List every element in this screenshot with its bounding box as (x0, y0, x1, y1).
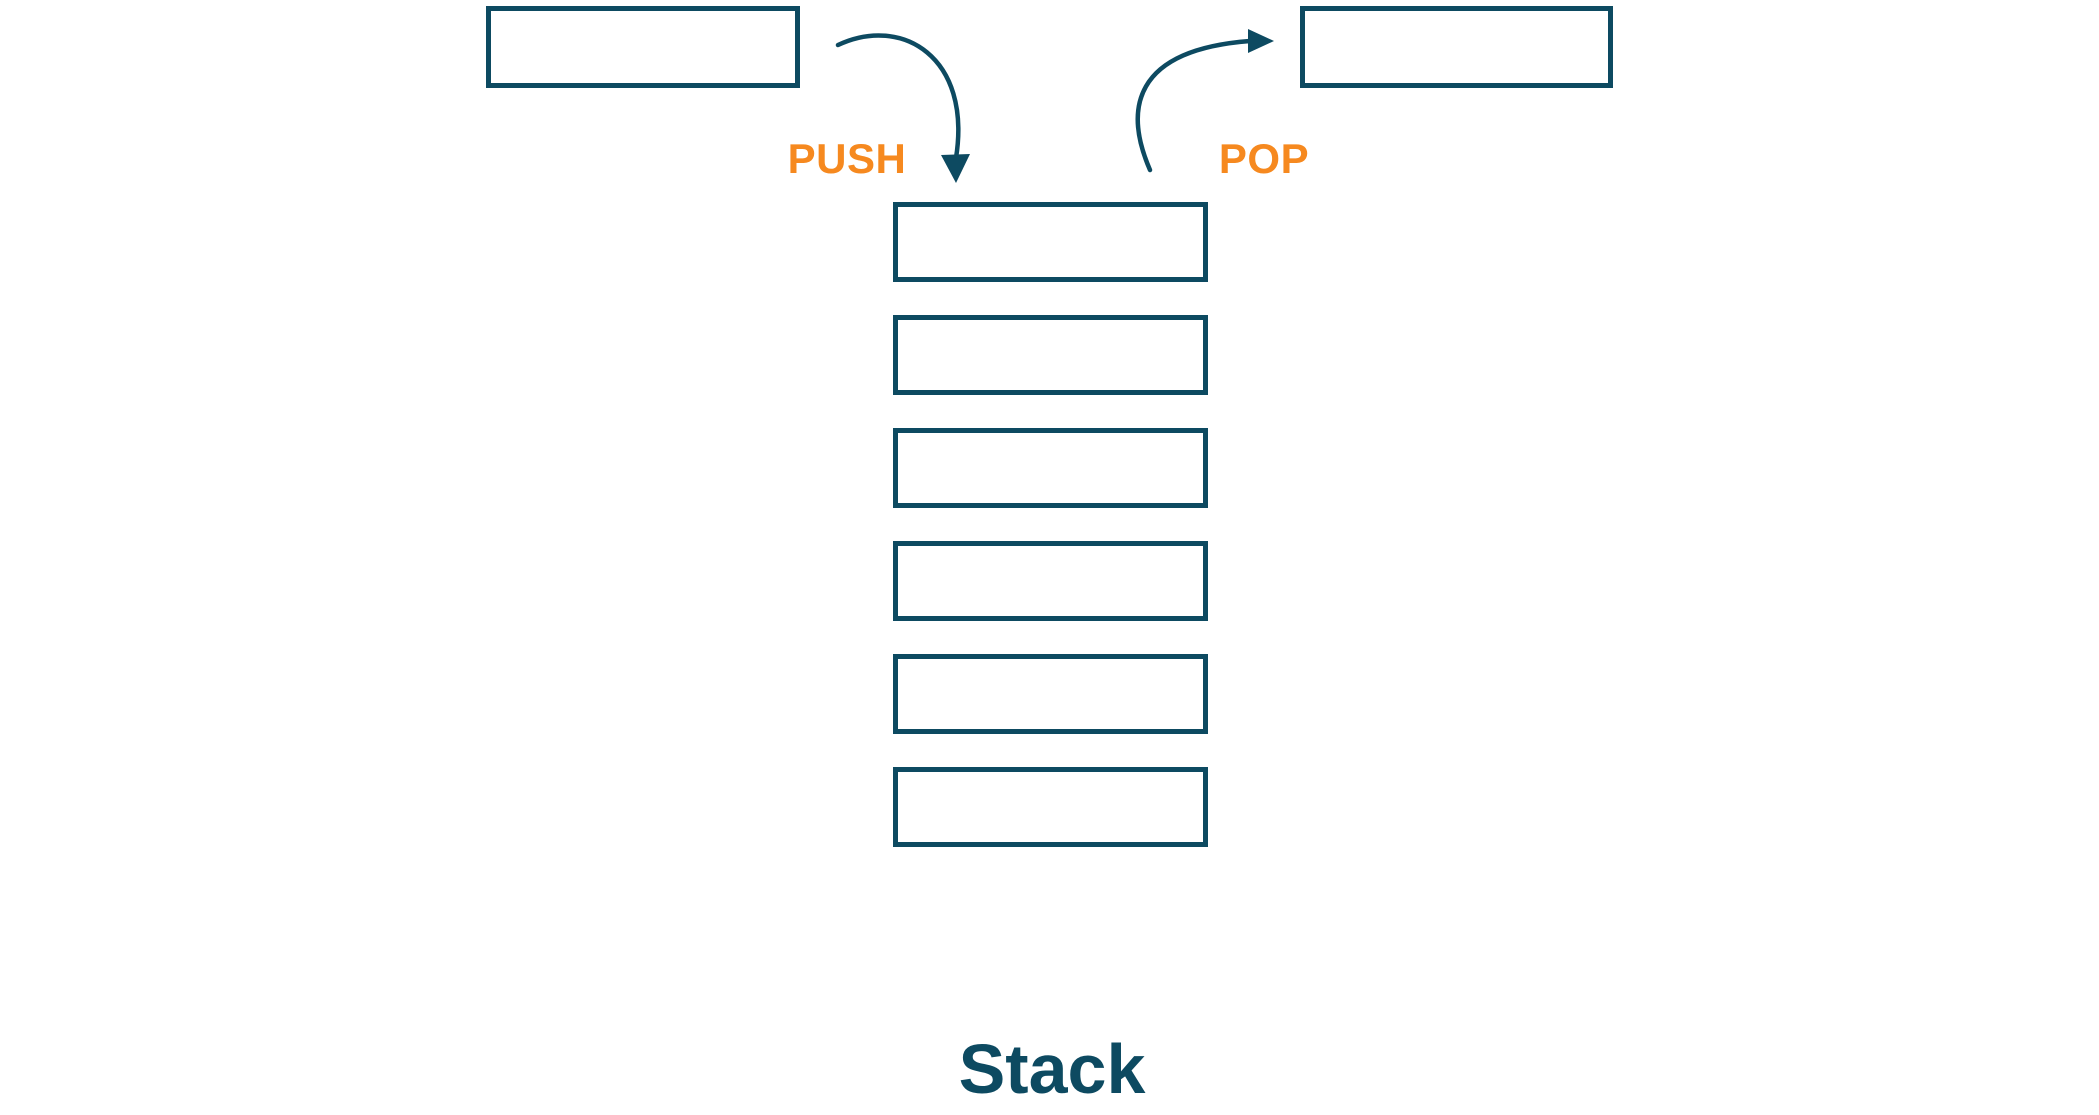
stack-slot (893, 654, 1208, 734)
incoming-item-box (486, 6, 800, 88)
push-label: PUSH (787, 135, 907, 182)
stack-slot (893, 202, 1208, 282)
stack-slot (893, 541, 1208, 621)
stack-slot (893, 428, 1208, 508)
pop-label: POP (1218, 135, 1310, 182)
stack-container (893, 202, 1208, 847)
stack-slot (893, 767, 1208, 847)
curved-arrow-down-icon (835, 33, 970, 183)
diagram-title: Stack (958, 1030, 1146, 1108)
stack-slot (893, 315, 1208, 395)
outgoing-item-box (1300, 6, 1613, 88)
curved-arrow-up-right-icon (1135, 29, 1274, 173)
